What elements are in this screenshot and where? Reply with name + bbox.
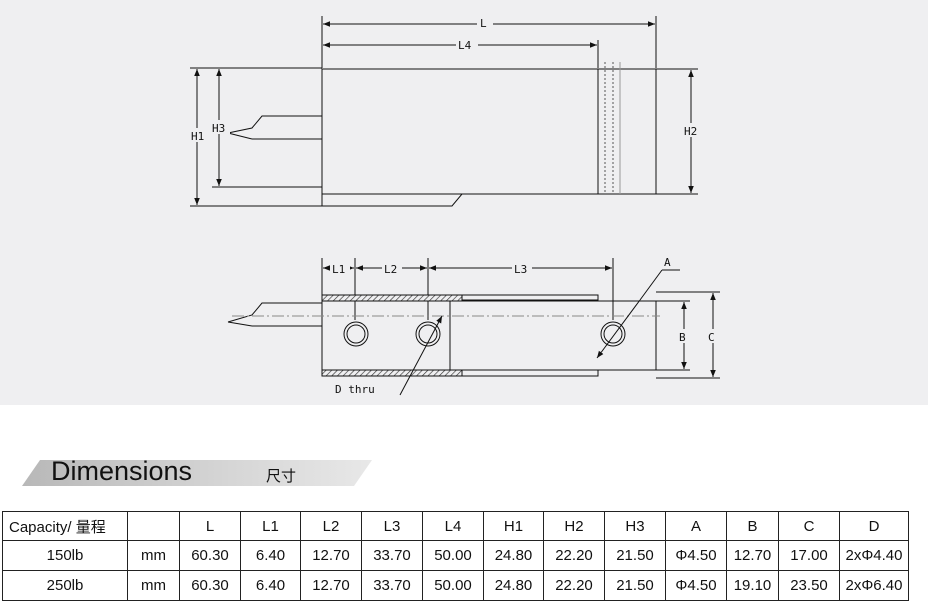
cell-C: 17.00 [778,540,840,571]
label-B: B [679,331,686,344]
label-H1: H1 [191,130,204,143]
cell-L2: 12.70 [300,540,362,571]
cell-L3: 33.70 [361,570,423,601]
cell-L2: 12.70 [300,570,362,601]
header-capacity: Capacity/ 量程 [2,511,128,541]
section-banner: Dimensions 尺寸 [22,456,372,486]
header-H2: H2 [543,511,605,541]
header-H3: H3 [604,511,666,541]
cell-H1: 24.80 [483,540,544,571]
table-row: 250lb mm 60.30 6.40 12.70 33.70 50.00 24… [2,570,909,601]
label-H2: H2 [684,125,697,138]
header-L1: L1 [240,511,301,541]
dimensions-table: Capacity/ 量程 L L1 L2 L3 L4 H1 H2 H3 A B … [2,511,909,601]
cell-C: 23.50 [778,570,840,601]
header-unit [127,511,180,541]
cell-L4: 50.00 [422,540,484,571]
cell-B: 19.10 [726,570,779,601]
cell-H2: 22.20 [543,540,605,571]
label-L: L [480,17,487,30]
label-A: A [664,256,671,269]
load-cell-drawing: L L4 H1 H3 H2 L1 L2 L3 A B C D thru [189,15,720,396]
label-C: C [708,331,715,344]
cell-L: 60.30 [179,570,241,601]
cell-L1: 6.40 [240,570,301,601]
drawing-labels: L L4 H1 H3 H2 L1 L2 L3 A B C D thru [189,15,720,396]
cell-L1: 6.40 [240,540,301,571]
label-L4: L4 [458,39,472,52]
header-L4: L4 [422,511,484,541]
cell-L4: 50.00 [422,570,484,601]
label-L1: L1 [332,263,345,276]
header-L3: L3 [361,511,423,541]
header-C: C [778,511,840,541]
cell-B: 12.70 [726,540,779,571]
table-row: 150lb mm 60.30 6.40 12.70 33.70 50.00 24… [2,540,909,571]
cell-D: 2xΦ6.40 [839,570,909,601]
label-H3: H3 [212,122,225,135]
section-subtitle: 尺寸 [266,467,297,485]
cell-L3: 33.70 [361,540,423,571]
section-title: Dimensions [51,456,193,486]
cell-A: Φ4.50 [665,570,727,601]
technical-drawing-panel: L L4 H1 H3 H2 L1 L2 L3 A B C D thru [0,0,928,405]
cell-capacity: 250lb [2,570,128,601]
header-L: L [179,511,241,541]
top-view [190,16,698,207]
header-L2: L2 [300,511,362,541]
cell-A: Φ4.50 [665,540,727,571]
cell-H2: 22.20 [543,570,605,601]
cell-H3: 21.50 [604,570,666,601]
cell-D: 2xΦ4.40 [839,540,909,571]
cell-unit: mm [127,540,180,571]
table-header-row: Capacity/ 量程 L L1 L2 L3 L4 H1 H2 H3 A B … [2,511,909,541]
header-A: A [665,511,727,541]
header-D: D [839,511,909,541]
side-view [227,258,720,396]
header-H1: H1 [483,511,544,541]
banner-background [22,460,372,486]
cell-L: 60.30 [179,540,241,571]
cell-capacity: 150lb [2,540,128,571]
header-B: B [726,511,779,541]
cell-unit: mm [127,570,180,601]
label-D-thru: D thru [335,383,375,396]
cell-H3: 21.50 [604,540,666,571]
label-L3: L3 [514,263,527,276]
cell-H1: 24.80 [483,570,544,601]
label-L2: L2 [384,263,397,276]
